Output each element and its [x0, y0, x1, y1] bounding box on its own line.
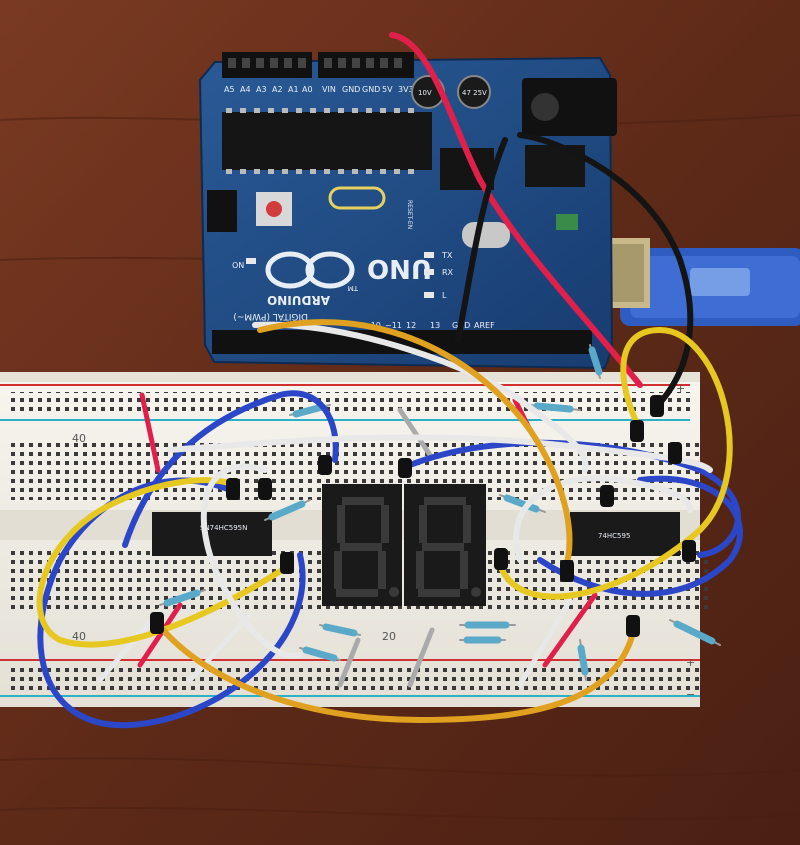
on-label: ON	[232, 261, 244, 270]
brand-text: ARDUINO	[267, 293, 330, 307]
digital-pin-0: 13	[430, 321, 440, 330]
wire-orange	[152, 319, 638, 724]
minus-bottom: −	[686, 688, 695, 701]
resistors	[159, 344, 721, 681]
tx-led	[424, 252, 434, 258]
wire-white-4	[513, 475, 693, 563]
chip-left-label: SN74HC595N	[200, 524, 247, 532]
capacitor-2-label: 47 25V	[462, 89, 487, 97]
arduino-uno-board: A5 A4 A3 A2 A1 A0 VIN GND GND 5V 3V3 10V…	[198, 52, 617, 370]
power-label-0: VIN	[322, 85, 336, 94]
on-led	[246, 258, 256, 264]
analog-label-4: A1	[288, 85, 299, 94]
power-label-1: GND	[342, 85, 360, 94]
digital-pin-2: ~11	[385, 321, 402, 330]
icsp-header[interactable]	[207, 190, 237, 232]
wire-white-3	[200, 463, 303, 659]
analog-label-1: A4	[240, 85, 251, 94]
analog-label-3: A2	[272, 85, 283, 94]
wire-red	[389, 32, 643, 388]
power-label-3: 5V	[382, 85, 393, 94]
wire-yellow-1	[36, 477, 293, 648]
digital-label: DIGITAL (PWM~)	[233, 311, 308, 321]
bb-number-bottom-20: 20	[382, 630, 396, 643]
shift-register-right: 74HC595	[570, 512, 680, 556]
power-label-4: 3V3	[398, 85, 414, 94]
analog-label-0: A5	[224, 85, 235, 94]
reset-en-label: RESET-EN	[406, 200, 413, 229]
power-label-2: GND	[362, 85, 380, 94]
rx-label: RX	[442, 268, 454, 277]
shift-register-left: SN74HC595N	[152, 512, 272, 556]
wire-connectors	[150, 395, 696, 637]
analog-label-5: A0	[302, 85, 313, 94]
capacitor-1-label: 10V	[418, 89, 432, 97]
plus-bottom: +	[686, 656, 695, 669]
analog-header[interactable]	[222, 52, 312, 78]
top-rail-holes[interactable]	[10, 392, 690, 414]
bb-number-bottom-40: 40	[72, 630, 86, 643]
rx-led	[424, 269, 434, 275]
plus-top: +	[676, 382, 685, 395]
atmega-chip	[222, 112, 432, 170]
wire-black	[455, 132, 694, 408]
l-label: L	[442, 291, 447, 300]
crystal	[328, 186, 386, 210]
power-jack[interactable]	[522, 78, 617, 136]
status-led-green	[556, 214, 578, 230]
aref-label: AREF	[474, 321, 495, 330]
seven-segment-display-right: 8.	[404, 484, 486, 606]
capacitor-2	[457, 75, 491, 109]
seven-segment-display-left: 8.	[322, 484, 402, 606]
arduino-logo: ARDUINO UNO TM	[265, 251, 432, 307]
bb-number-40: 40	[72, 432, 86, 445]
model-text: UNO	[367, 253, 432, 283]
digital-pin-1: 12	[406, 321, 416, 330]
tm-text: TM	[348, 284, 359, 292]
chip-right-label: 74HC595	[598, 532, 630, 540]
tx-label: TX	[441, 251, 453, 260]
l-led	[424, 292, 434, 298]
wire-yellow-2	[497, 326, 733, 600]
analog-label-2: A3	[256, 85, 267, 94]
